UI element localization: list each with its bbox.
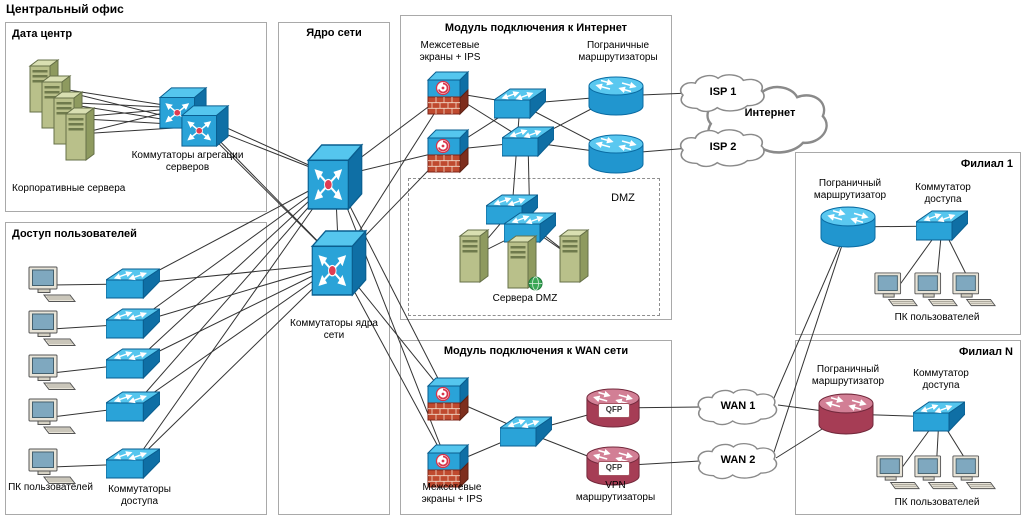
access-switch-icon — [106, 268, 160, 300]
branchN-router-label: Пограничный маршрутизатор — [811, 364, 885, 387]
isp1-label: ISP 1 — [709, 86, 737, 98]
branch1-title: Филиал 1 — [960, 158, 1013, 170]
pc-icon — [952, 455, 996, 491]
access-switch-icon — [106, 308, 160, 340]
dmz-label: DMZ — [611, 192, 635, 204]
branch1-switch-icon — [916, 210, 968, 242]
firewall-icon — [426, 126, 470, 174]
globe-icon — [528, 276, 543, 291]
aggregation-switches-label: Коммутаторы агрегации серверов — [131, 150, 244, 173]
branch1-router-label: Пограничный маршрутизатор — [813, 178, 887, 201]
datacenter-title: Дата центр — [12, 28, 73, 40]
switch-icon — [494, 88, 546, 120]
core-switch-icon — [310, 228, 368, 298]
pc-icon — [28, 398, 76, 436]
wan1-label: WAN 1 — [720, 400, 756, 412]
dmz-servers-label: Сервера DMZ — [492, 293, 558, 304]
pc-icon — [28, 310, 76, 348]
dmz-server-icon — [556, 228, 590, 284]
branchN-title: Филиал N — [958, 346, 1013, 358]
access-switch-icon — [106, 391, 160, 423]
vpn-routers-label: VPN маршрутизаторы — [575, 480, 656, 503]
access-switch-icon — [106, 448, 160, 480]
internet-firewalls-label: Межсетевые экраны + IPS — [419, 40, 481, 63]
aggregation-switch-icon — [180, 104, 230, 148]
firewall-icon — [426, 68, 470, 116]
isp2-label: ISP 2 — [709, 141, 737, 153]
internet-label: Интернет — [744, 107, 796, 119]
border-routers-label: Пограничные маршрутизаторы — [578, 40, 658, 63]
server-icon — [62, 106, 96, 162]
branchN-switch-icon — [913, 401, 965, 433]
qfp-badge: QFP — [598, 403, 630, 418]
pc-icon — [874, 272, 918, 308]
wan-firewalls-label: Межсетевые экраны + IPS — [421, 482, 483, 505]
branch1-router-icon — [818, 206, 878, 248]
pc-icon — [952, 272, 996, 308]
pc-icon — [28, 266, 76, 304]
firewall-icon — [426, 374, 470, 422]
border-router-icon — [586, 76, 646, 116]
pc-icon — [28, 354, 76, 392]
border-router-icon — [586, 134, 646, 174]
branch1-switch-label: Коммутатор доступа — [915, 182, 971, 205]
diagram-title: Центральный офис — [6, 2, 124, 16]
corporate-servers-label: Корпоративные сервера — [12, 183, 126, 194]
switch-icon — [500, 416, 552, 448]
branch1-pcs-label: ПК пользователей — [894, 312, 980, 323]
wan-module-title: Модуль подключения к WAN сети — [443, 345, 629, 357]
qfp-badge: QFP — [598, 461, 630, 476]
access-title: Доступ пользователей — [12, 228, 137, 240]
switch-icon — [502, 126, 554, 158]
wan2-label: WAN 2 — [720, 454, 756, 466]
core-switch-icon — [306, 142, 364, 212]
branchN-switch-label: Коммутатор доступа — [913, 368, 969, 391]
user-pcs-label: ПК пользователей — [8, 482, 93, 493]
branchN-router-icon — [816, 393, 876, 435]
access-switch-icon — [106, 348, 160, 380]
internet-module-title: Модуль подключения к Интернет — [444, 22, 628, 34]
dmz-server-icon — [456, 228, 490, 284]
pc-icon — [28, 448, 76, 486]
branchN-pcs-label: ПК пользователей — [894, 497, 980, 508]
access-switches-label: Коммутаторы доступа — [108, 484, 171, 507]
core-switches-label: Коммутаторы ядра сети — [290, 318, 378, 341]
core-title: Ядро сети — [306, 27, 362, 39]
